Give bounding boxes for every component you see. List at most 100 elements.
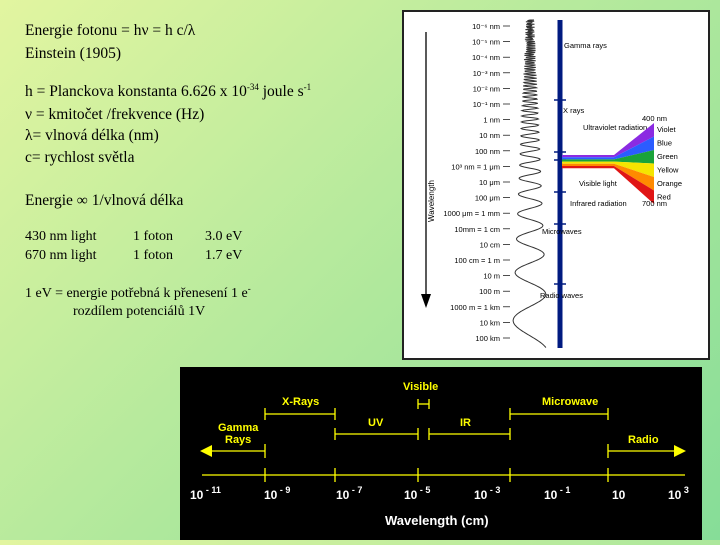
axis-title: Wavelength (cm) [385,513,489,528]
planck-constant-definition: h = Planckova konstanta 6.626 x 10-34 jo… [25,81,312,101]
electron-charge-sign: - [247,283,251,294]
microwave-name: Microwave [542,396,598,408]
scale-label: 10 m [483,272,500,281]
tick-exponent: - 5 [417,485,430,495]
scale-label: 10 km [480,318,500,327]
scale-label: 10⁻³ nm [473,69,500,78]
tick-label: 10 - 7 [336,485,362,502]
scale-label: 100 km [475,334,500,343]
light-speed-definition: c= rychlost světla [25,149,135,166]
wavelength-bar-figure: Gamma Rays X-Rays UV Visible IR Microwav… [180,367,702,540]
color-name: Green [657,152,678,161]
tick-label: 10 [612,488,626,502]
uv-name: UV [368,417,384,429]
color-name: Violet [657,125,677,134]
radio-label: Radio waves [540,291,583,300]
planck-exponent: -34 [246,81,259,92]
scale-label: 100 nm [475,147,500,156]
visible-color-band [562,163,654,191]
uv-label: Ultraviolet radiation [583,123,647,132]
gamma-arrow-head [200,445,212,457]
microwave-label: Microwaves [542,227,582,236]
color-name: Orange [657,179,682,188]
tick-exponent: - 7 [349,485,362,495]
table-row-count: 1 foton [133,229,174,244]
planck-unit: joule s [258,83,304,100]
tick-base: 10 [544,488,558,502]
wavelength-axis-label: Wavelength [427,180,436,222]
ir-name: IR [460,417,471,429]
scale-label: 1000 m = 1 km [450,303,500,312]
gamma-label: Gamma rays [564,41,607,50]
electronvolt-line-1: 1 eV = energie potřebná k přenesení 1 e [25,286,248,301]
table-row-energy: 3.0 eV [205,229,243,244]
tick-exponent: - 9 [277,485,290,495]
color-name: Blue [657,139,672,148]
infrared-label: Infrared radiation [570,199,627,208]
electronvolt-line-2: rozdílem potenciálů 1V [73,304,206,319]
scale-label: 10 nm [479,131,500,140]
tick-label: 10 - 1 [544,485,570,502]
scale-label: 100 m [479,287,500,296]
tick-base: 10 [190,488,204,502]
tick-base: 10 [668,488,682,502]
visible-color-band [562,123,654,158]
scale-label: 1000 μm = 1 mm [443,209,500,218]
table-row-count: 1 foton [133,248,174,263]
tick-label: 10 - 9 [264,485,290,502]
electronvolt-definition: 1 eV = energie potřebná k přenesení 1 e- [25,283,251,302]
scale-label: 1 nm [483,116,500,125]
tick-label: 10 3 [668,485,689,502]
wavelength-definition: λ= vlnová délka (nm) [25,127,159,144]
visible-fan [562,123,654,204]
table-row: 430 nm light [25,229,97,244]
radio-arrow-head [674,445,686,457]
tick-exponent: - 11 [203,485,221,495]
table-row-energy: 1.7 eV [205,248,243,263]
xray-label: X rays [563,106,585,115]
tick-label: 10 - 5 [404,485,430,502]
scale-label: 100 cm = 1 m [454,256,500,265]
tick-exponent: - 3 [487,485,500,495]
visible-400nm: 400 nm [642,114,667,123]
scale-label: 10 cm [480,240,500,249]
tick-base: 10 [264,488,278,502]
color-name: Red [657,193,671,202]
visible-color-band [562,136,654,160]
visible-color-band [562,166,654,204]
visible-700nm: 700 nm [642,199,667,208]
scale-label: 10 μm [479,178,500,187]
planck-prefix: h = Planckova konstanta 6.626 x 10 [25,83,247,100]
band-names: Gamma Rays X-Rays UV Visible IR Microwav… [218,381,659,446]
visible-label: Visible light [579,179,618,188]
wavelength-bar-svg: Gamma Rays X-Rays UV Visible IR Microwav… [190,381,689,528]
scale-label: 10⁻² nm [473,84,500,93]
tick-base: 10 [404,488,418,502]
gamma-name: Gamma [218,422,259,434]
color-name: Yellow [657,166,679,175]
tick-base: 10 [612,488,626,502]
band-brackets [202,399,685,476]
tick-exponent: - 1 [557,485,570,495]
frequency-definition: ν = kmitočet /frekvence (Hz) [25,106,205,123]
radio-name: Radio [628,434,659,446]
einstein-citation: Einstein (1905) [25,45,121,62]
scale-label: 10⁻⁴ nm [472,53,500,62]
axis-arrow-head [421,294,431,308]
visible-name: Visible [403,381,438,393]
tick-base: 10 [336,488,350,502]
scale-label: 10⁻⁶ nm [472,22,500,31]
table-row: 670 nm light [25,248,97,263]
visible-color-band [562,150,654,164]
rays-name: Rays [225,434,251,446]
scale-label: 10³ nm = 1 μm [451,162,500,171]
wave-path [512,19,547,348]
xrays-name: X-Rays [282,396,319,408]
tick-label: 10 - 3 [474,485,500,502]
planck-unit-exponent: -1 [303,81,312,92]
tick-exponent: 3 [681,485,689,495]
